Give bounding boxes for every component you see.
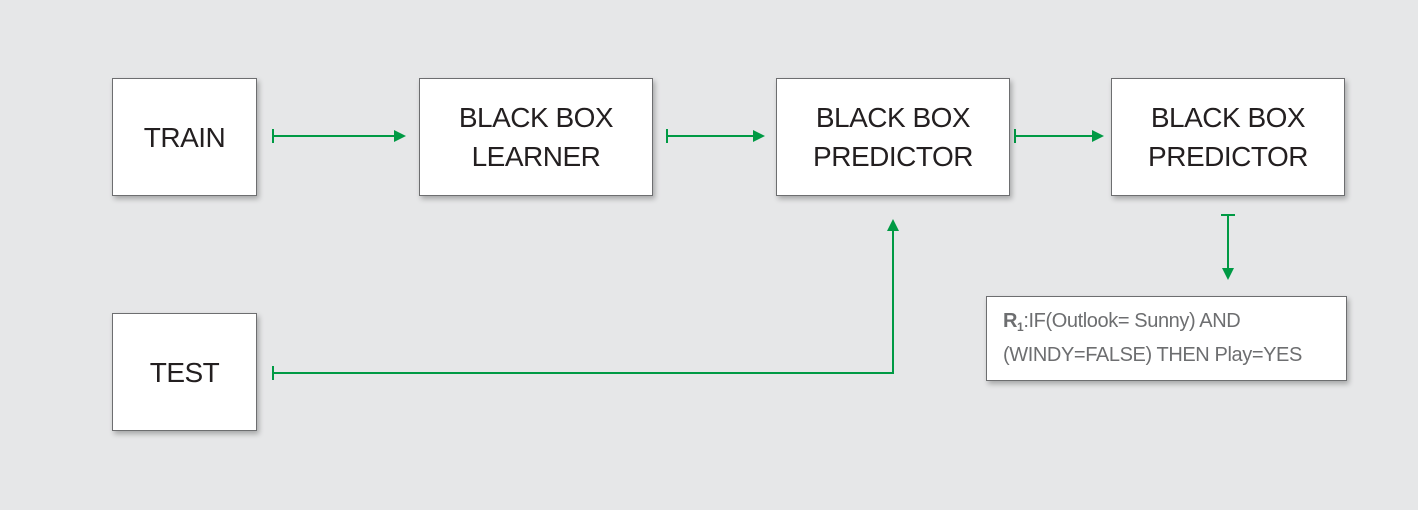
test-node: TEST: [112, 313, 257, 431]
rule-subscript: 1: [1017, 320, 1024, 334]
arrow-learner-to-predictor: [666, 129, 765, 143]
rule-condition-text: :IF(Outlook= Sunny) AND: [1023, 310, 1241, 332]
train-label: TRAIN: [143, 121, 226, 153]
arrow-test-to-predictor: [272, 219, 899, 380]
arrow-predictor2-to-rule: [1221, 214, 1235, 280]
black-box-predictor-output-node: BLACK BOX PREDICTOR: [1111, 78, 1345, 196]
arrow-train-to-learner: [272, 129, 406, 143]
black-box-learner-node: BLACK BOX LEARNER: [419, 78, 653, 196]
rule-line-1: R1:IF(Outlook= Sunny) AND: [1003, 307, 1346, 341]
predictor-label-line-1: BLACK BOX: [815, 102, 971, 133]
predictor2-label-line-1: BLACK BOX: [1150, 102, 1306, 133]
learner-label-line-1: BLACK BOX: [458, 102, 614, 133]
rule-line-2: (WINDY=FALSE) THEN Play=YES: [1003, 344, 1302, 366]
rule-variable: R: [1003, 310, 1018, 332]
predictor2-label-line-2: PREDICTOR: [1148, 141, 1308, 172]
arrow-predictor-to-predictor2: [1014, 129, 1104, 143]
predictor-label-line-2: PREDICTOR: [813, 141, 973, 172]
test-label: TEST: [149, 356, 220, 388]
black-box-predictor-node: BLACK BOX PREDICTOR: [776, 78, 1010, 196]
train-node: TRAIN: [112, 78, 257, 196]
extracted-rule-box: R1:IF(Outlook= Sunny) AND (WINDY=FALSE) …: [986, 296, 1347, 381]
learner-label-line-2: LEARNER: [471, 141, 601, 172]
